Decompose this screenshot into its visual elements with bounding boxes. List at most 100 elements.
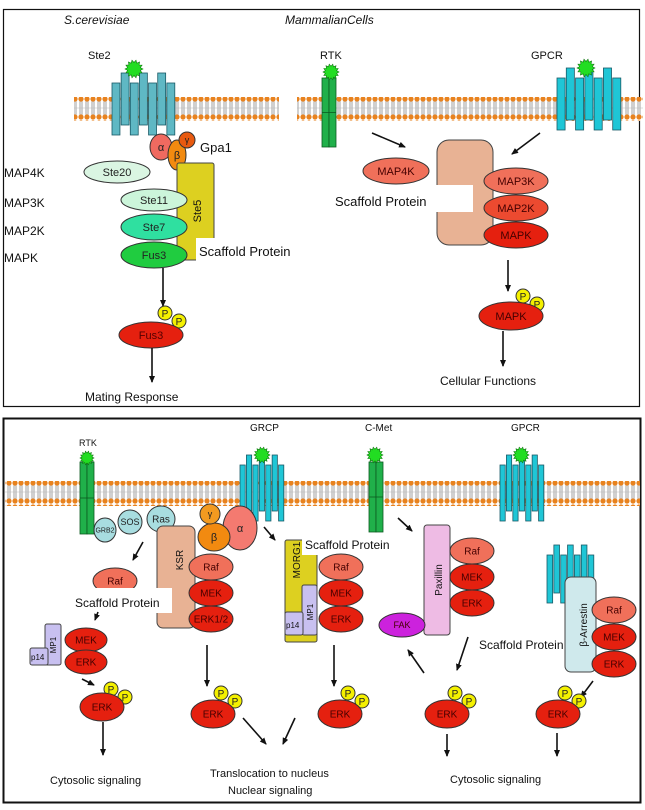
yeast-scaffold-label: Scaffold Protein — [199, 244, 291, 259]
arrestin-raf: Raf — [591, 596, 637, 624]
arrestin-erk-active-label: ERK — [548, 710, 569, 721]
arrestin-label: β-Arrestin — [579, 603, 590, 647]
arrestin-erk-label: ERK — [604, 660, 625, 671]
ste5-label: Ste5 — [192, 200, 204, 223]
arrow — [282, 717, 296, 745]
phosphate-label: P — [176, 317, 183, 328]
map3k: MAP3K — [483, 167, 549, 195]
fus3: Fus3 — [120, 241, 188, 269]
phosphate-icon: P — [447, 685, 463, 701]
phosphate-label: P — [162, 309, 169, 320]
mp1-mek: MEK — [64, 627, 108, 653]
mp1-erk-label: ERK — [76, 658, 97, 669]
ksr-mek: MEK — [188, 579, 234, 607]
mp1-erk: ERK — [64, 649, 108, 675]
ligand-icon — [322, 63, 340, 81]
tier-label-map4k: MAP4K — [4, 166, 45, 180]
morg1-erk: ERK — [318, 605, 364, 633]
gpa1-gamma: γ — [178, 131, 196, 149]
phosphate-label: P — [359, 697, 366, 708]
morg1-erk-active-label: ERK — [330, 710, 351, 721]
ligand-icon — [512, 446, 530, 464]
morg1-label: MORG1 — [292, 541, 303, 578]
ligand-icon — [576, 58, 596, 78]
ksr-mek-label: MEK — [200, 589, 222, 600]
phosphate-label: P — [345, 689, 352, 700]
sos-label: SOS — [120, 517, 139, 527]
cmet-receptor — [368, 461, 384, 533]
ligand-icon — [253, 446, 271, 464]
arrow — [397, 517, 413, 532]
arrow — [242, 717, 267, 745]
paxillin-label: Paxillin — [434, 564, 445, 596]
ksr-raf: Raf — [188, 553, 234, 581]
ras-label: Ras — [152, 515, 170, 526]
phosphate-label: P — [576, 697, 583, 708]
mp1-scaffold-label: Scaffold Protein — [75, 596, 160, 610]
paxillin-raf-label: Raf — [464, 547, 480, 558]
sos: SOS — [117, 509, 143, 535]
tier-label-map2k: MAP2K — [4, 224, 45, 238]
paxillin-scaffold-label: Scaffold Protein — [479, 638, 564, 652]
bottom-panel-border — [2, 417, 642, 804]
cytosolic-label-right: Cytosolic signaling — [450, 774, 541, 786]
ste2-label: Ste2 — [88, 50, 111, 62]
phosphate-icon: P — [571, 693, 587, 709]
arrestin-raf-label: Raf — [606, 606, 622, 617]
morg1-scaffold-label-bg — [302, 533, 397, 555]
morg1-mp1-block — [301, 584, 318, 636]
paxillin-erk-active: ERK — [424, 699, 470, 729]
mammal-scaffold-label-bg — [332, 185, 473, 212]
paxillin-mek-label: MEK — [461, 573, 483, 584]
phosphate-icon: P — [340, 685, 356, 701]
mapk-active-label: MAPK — [495, 311, 527, 323]
phosphate-label: P — [562, 689, 569, 700]
phosphate-icon: P — [515, 288, 531, 304]
arrestin-mek-label: MEK — [603, 633, 625, 644]
fus3-label: Fus3 — [142, 250, 166, 262]
arrestin-erk-active: ERK — [535, 699, 581, 729]
nuclear-label-1: Translocation to nucleus — [210, 768, 329, 780]
rtk-receptor-bottom — [79, 461, 95, 535]
ste20-label: Ste20 — [103, 167, 132, 179]
rtk-receptor — [321, 77, 337, 148]
morg1-erk-active: ERK — [317, 699, 363, 729]
gpa1-beta-label: β — [174, 150, 180, 162]
phosphate-label: P — [534, 300, 541, 311]
mp1-scaffold-label-bg — [72, 588, 172, 613]
fus3-active: Fus3 — [118, 321, 184, 349]
morg1-raf: Raf — [318, 553, 364, 581]
right-title: MammalianCells — [285, 13, 374, 27]
ksr-erk-active: ERK — [190, 699, 236, 729]
mapk-active: MAPK — [478, 301, 544, 331]
ste11-label: Ste11 — [140, 195, 168, 207]
p14-block — [29, 647, 49, 666]
paxillin-erk: ERK — [449, 589, 495, 617]
map3k-label: MAP3K — [497, 176, 535, 188]
ksr-erk-label: ERK1/2 — [194, 615, 229, 626]
grb2-label: GRB2 — [95, 528, 114, 535]
arrestin-erk: ERK — [591, 650, 637, 678]
p14-label: p14 — [31, 653, 45, 662]
membrane-yeast — [74, 97, 279, 121]
morg1-p14-block — [284, 611, 304, 636]
rtk-label-bottom: RTK — [79, 438, 97, 448]
arrow — [94, 611, 100, 621]
arrow — [371, 132, 406, 148]
paxillin-scaffold — [423, 524, 451, 636]
morg1-erk-label: ERK — [331, 615, 352, 626]
gpa1-gamma-label: γ — [185, 135, 190, 145]
g-gamma-label: γ — [208, 509, 213, 519]
phosphate-icon: P — [157, 305, 173, 321]
grb2: GRB2 — [93, 517, 117, 543]
morg1-mek-label: MEK — [330, 589, 352, 600]
ksr-erk: ERK1/2 — [188, 605, 234, 633]
phosphate-label: P — [232, 697, 239, 708]
morg1-mek: MEK — [318, 579, 364, 607]
fak-label: FAK — [393, 620, 410, 630]
mp1-erk-active-label: ERK — [92, 703, 113, 714]
ligand-icon — [79, 450, 95, 466]
arrow — [511, 132, 541, 155]
ligand-icon — [124, 59, 144, 79]
tier-label-mapk: MAPK — [4, 251, 38, 265]
